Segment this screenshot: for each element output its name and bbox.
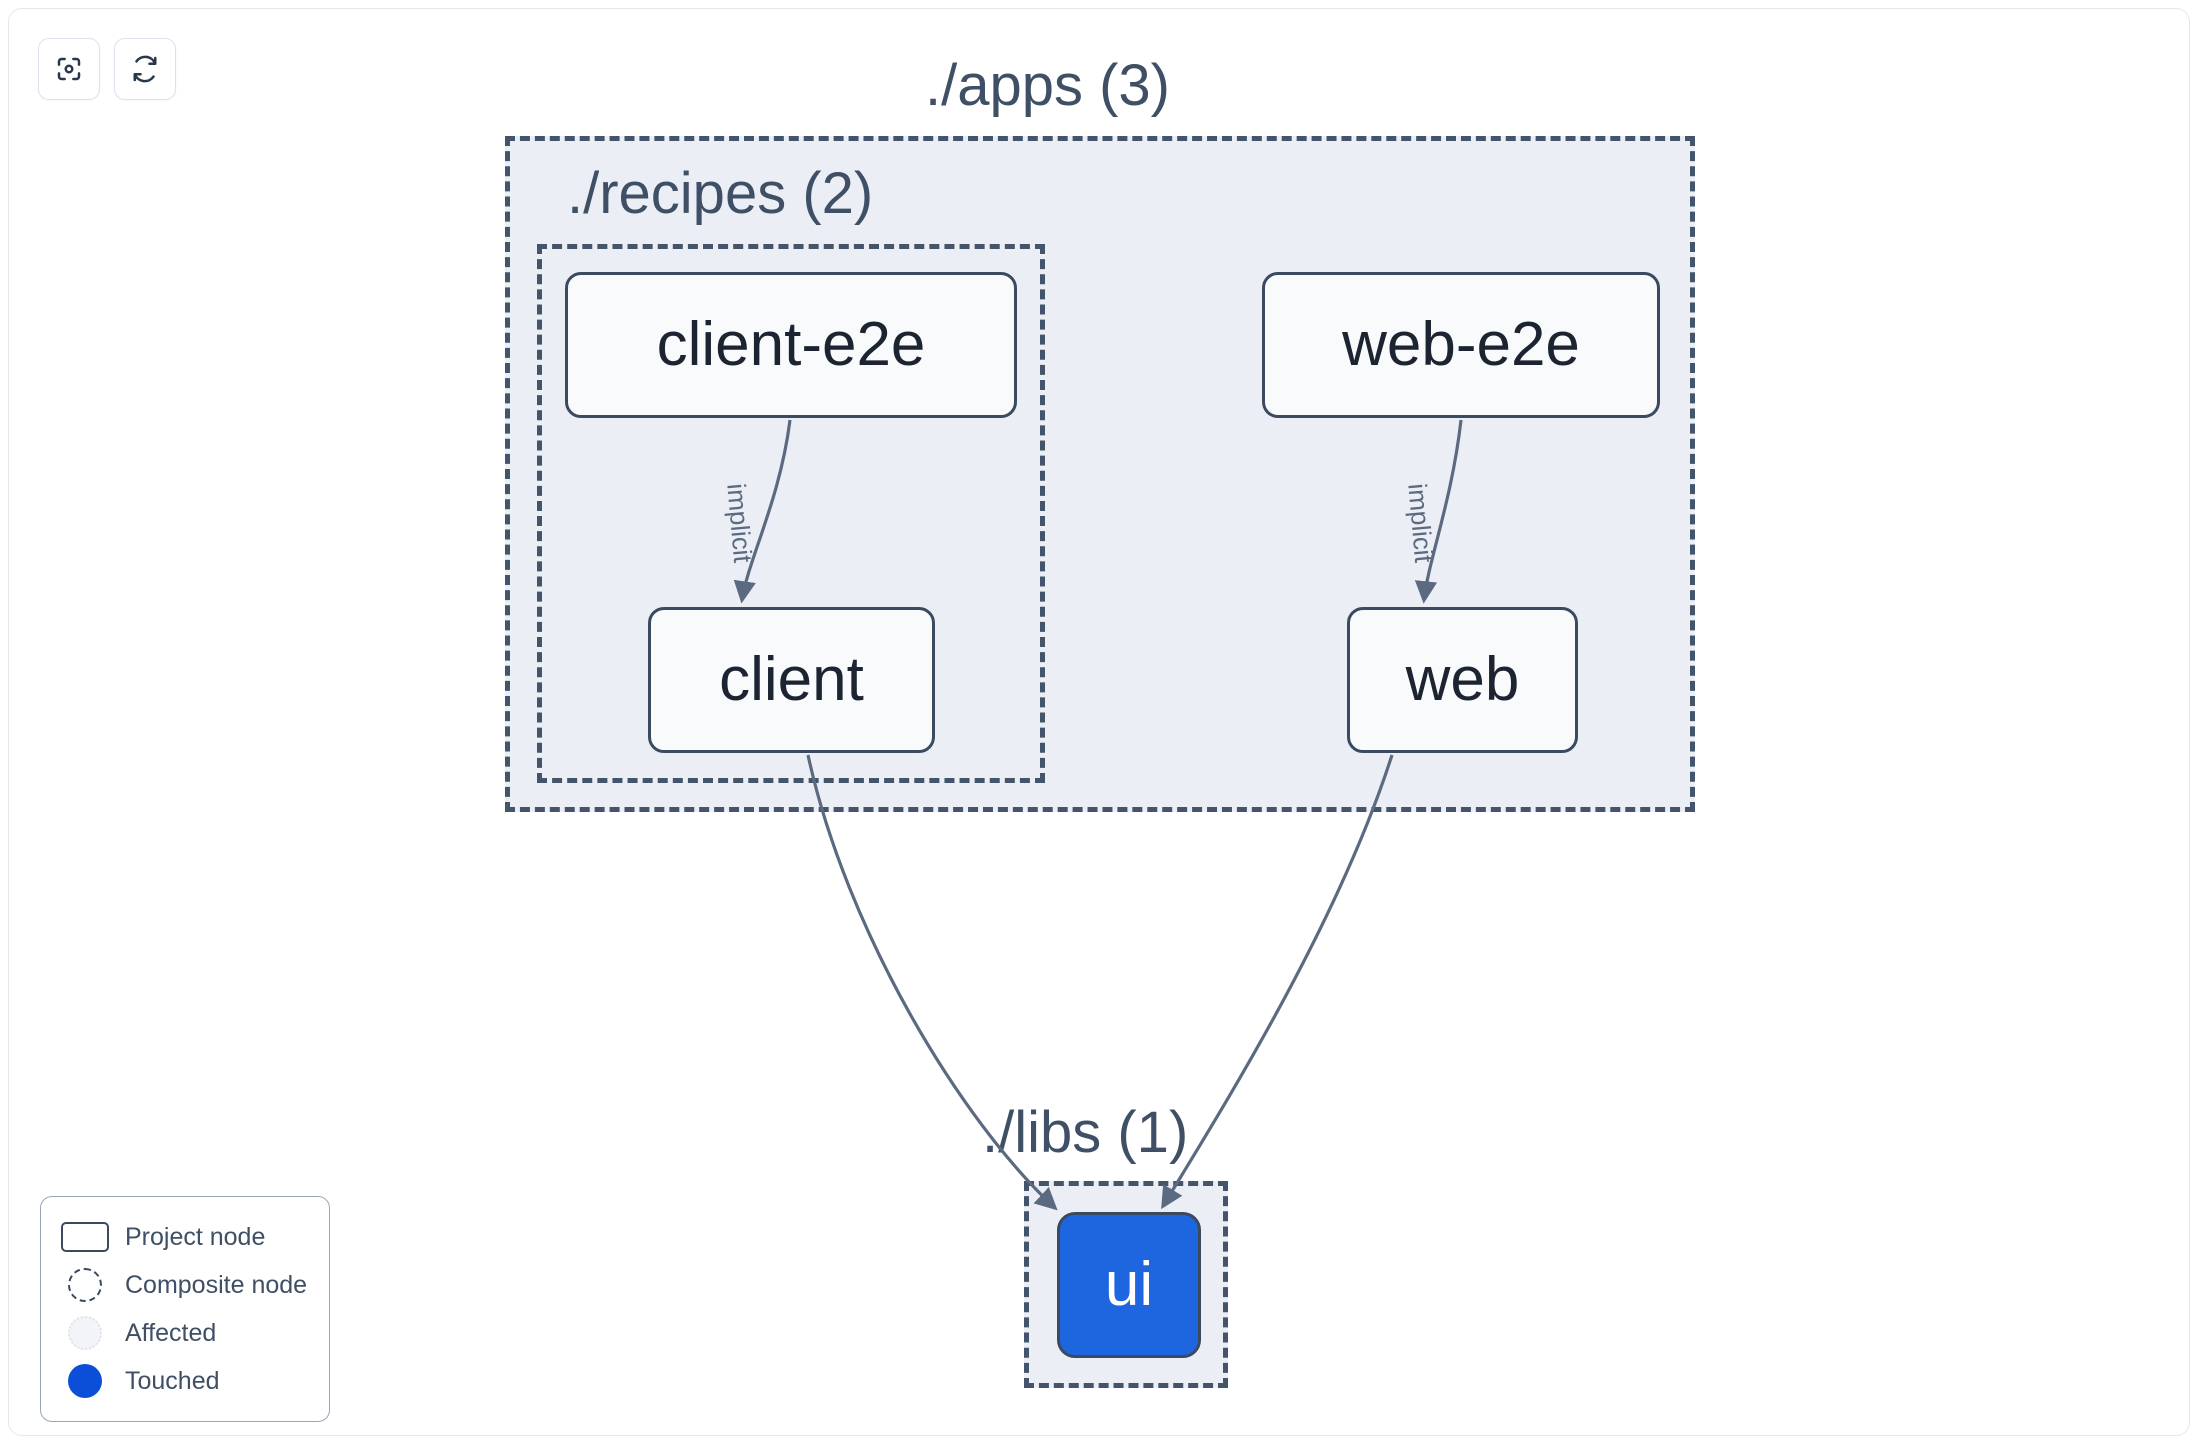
graph-toolbar <box>38 38 176 100</box>
composite-group-apps-label: ./apps (3) <box>925 53 1170 118</box>
node-web[interactable]: web <box>1347 607 1578 753</box>
touched-swatch <box>59 1364 111 1398</box>
refresh-graph-button[interactable] <box>114 38 176 100</box>
affected-swatch <box>59 1316 111 1350</box>
legend-item-touched: Touched <box>59 1357 311 1405</box>
legend-item-composite-node-label: Composite node <box>125 1270 308 1299</box>
legend-item-affected-label: Affected <box>125 1318 217 1347</box>
legend-item-project-node-label: Project node <box>125 1222 266 1251</box>
project-node-swatch <box>59 1222 111 1252</box>
node-client-label: client <box>719 645 864 714</box>
node-web-e2e[interactable]: web-e2e <box>1262 272 1660 418</box>
node-web-e2e-label: web-e2e <box>1342 310 1580 379</box>
node-client[interactable]: client <box>648 607 935 753</box>
composite-group-recipes-label: ./recipes (2) <box>567 161 874 226</box>
focus-graph-button[interactable] <box>38 38 100 100</box>
edge-web-to-ui <box>1161 754 1394 1210</box>
legend-item-affected: Affected <box>59 1309 311 1357</box>
legend-panel: Project node Composite node Affected Tou… <box>40 1196 330 1422</box>
composite-node-swatch <box>59 1268 111 1302</box>
focus-target-icon <box>54 54 84 84</box>
edge-label-client-e2e-client: implicit <box>721 482 759 564</box>
node-ui[interactable]: ui <box>1057 1212 1201 1358</box>
node-web-label: web <box>1405 645 1520 714</box>
legend-item-touched-label: Touched <box>125 1366 220 1395</box>
node-client-e2e-label: client-e2e <box>656 310 926 379</box>
legend-item-project-node: Project node <box>59 1213 311 1261</box>
refresh-icon <box>130 54 160 84</box>
node-client-e2e[interactable]: client-e2e <box>565 272 1017 418</box>
node-ui-label: ui <box>1104 1250 1154 1319</box>
edge-label-web-e2e-web: implicit <box>1402 482 1440 564</box>
composite-group-libs-label: ./libs (1) <box>982 1100 1189 1165</box>
legend-item-composite-node: Composite node <box>59 1261 311 1309</box>
